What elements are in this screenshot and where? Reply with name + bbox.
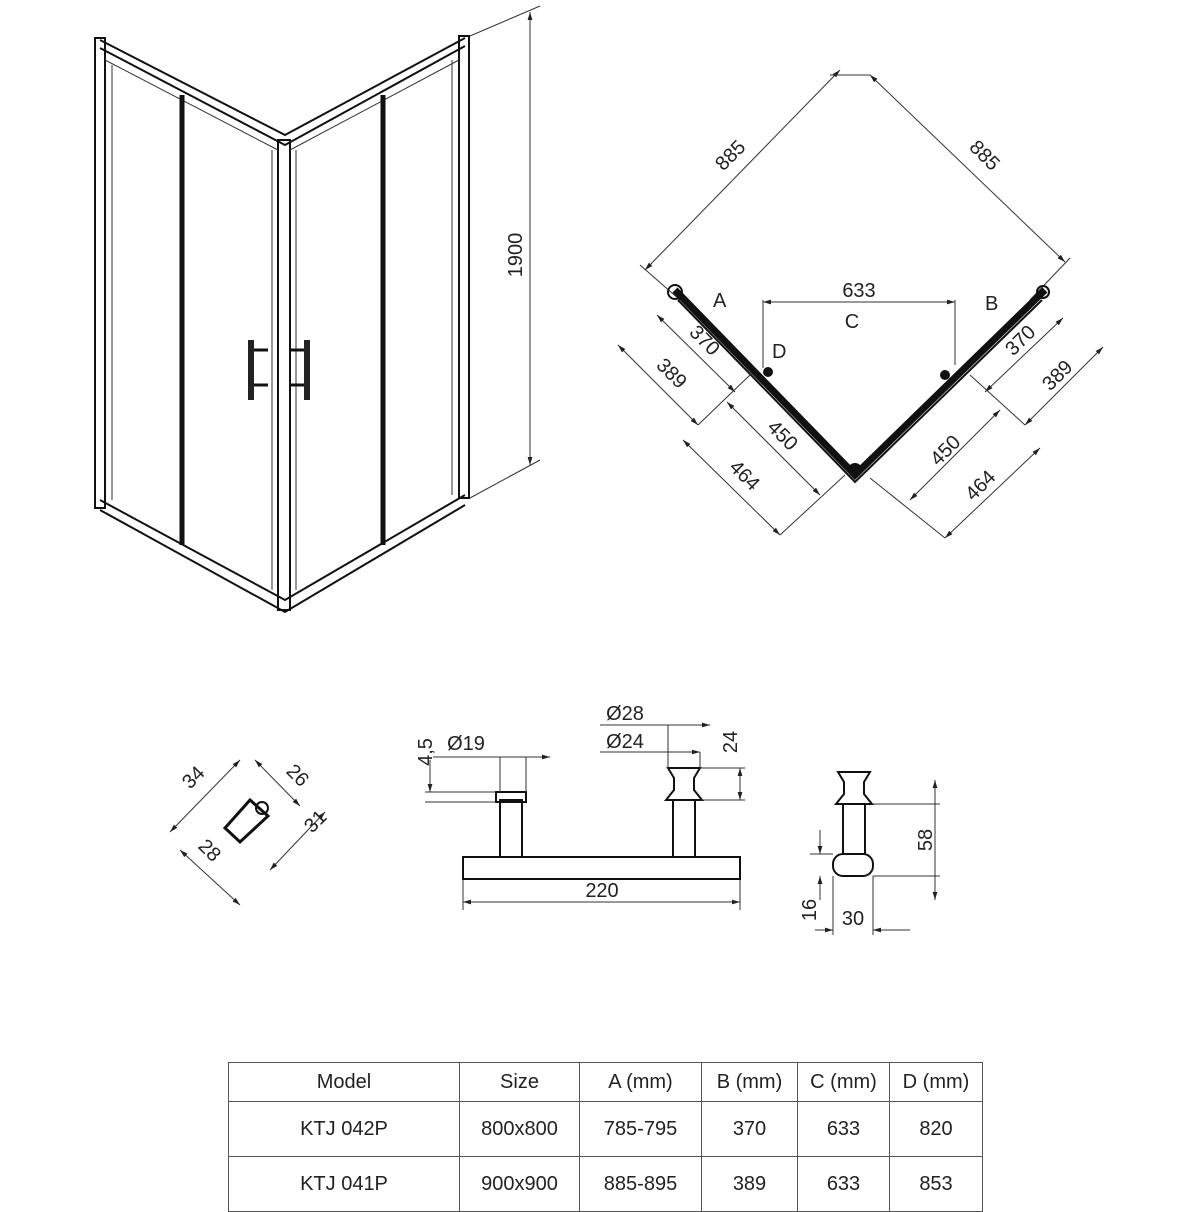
label-d: D bbox=[772, 341, 786, 363]
cell-a: 885-895 bbox=[579, 1156, 702, 1212]
profile-28: 28 bbox=[194, 835, 225, 866]
c-dimension: 633 bbox=[842, 280, 875, 302]
left-464-dimension: 464 bbox=[725, 456, 764, 495]
header-a: A (mm) bbox=[579, 1062, 702, 1102]
right-450-dimension: 450 bbox=[926, 431, 965, 470]
shower-perspective-view: 1900 bbox=[94, 5, 541, 614]
handle-24-height: 24 bbox=[720, 731, 742, 753]
door-handle-left bbox=[248, 340, 268, 400]
header-model: Model bbox=[228, 1062, 460, 1102]
door-handle-right bbox=[290, 340, 310, 400]
cell-size: 800x800 bbox=[459, 1101, 580, 1157]
handle-d24: Ø24 bbox=[606, 731, 644, 753]
header-size: Size bbox=[459, 1062, 580, 1102]
handle-side-view: 58 16 30 bbox=[799, 771, 940, 935]
cell-d: 853 bbox=[889, 1156, 983, 1212]
model-table: Model Size A (mm) B (mm) C (mm) D (mm) K… bbox=[228, 1062, 983, 1212]
profile-34: 34 bbox=[178, 762, 209, 793]
cell-a: 785-795 bbox=[579, 1101, 702, 1157]
cell-model: KTJ 042P bbox=[228, 1101, 460, 1157]
cell-b: 370 bbox=[701, 1101, 798, 1157]
right-464-dimension: 464 bbox=[961, 466, 1000, 505]
cell-model: KTJ 041P bbox=[228, 1156, 460, 1212]
cell-c: 633 bbox=[797, 1101, 890, 1157]
shower-plan-view: 885 885 A B C D 633 370 389 450 464 bbox=[617, 69, 1104, 539]
label-b: B bbox=[985, 293, 998, 315]
header-d: D (mm) bbox=[889, 1062, 983, 1102]
side-16-dimension: 16 bbox=[799, 899, 821, 921]
label-c: C bbox=[845, 311, 859, 333]
header-b: B (mm) bbox=[701, 1062, 798, 1102]
table-row: KTJ 042P 800x800 785-795 370 633 820 bbox=[228, 1101, 983, 1157]
table-row: KTJ 041P 900x900 885-895 389 633 853 bbox=[228, 1156, 983, 1212]
handle-45-dimension: 4,5 bbox=[415, 738, 437, 766]
right-389-dimension: 389 bbox=[1038, 356, 1077, 395]
side-58-dimension: 58 bbox=[915, 829, 937, 851]
cell-b: 389 bbox=[701, 1156, 798, 1212]
width-left-dimension: 885 bbox=[711, 136, 750, 175]
profile-26: 26 bbox=[282, 760, 313, 791]
label-a: A bbox=[713, 290, 727, 312]
left-389-dimension: 389 bbox=[652, 354, 691, 393]
cell-c: 633 bbox=[797, 1156, 890, 1212]
handle-length: 220 bbox=[585, 880, 618, 902]
cell-d: 820 bbox=[889, 1101, 983, 1157]
handle-d19: Ø19 bbox=[447, 733, 485, 755]
handle-d28: Ø28 bbox=[606, 703, 644, 725]
profile-section: 34 26 31 28 bbox=[169, 759, 331, 906]
left-370-dimension: 370 bbox=[685, 321, 724, 360]
height-dimension: 1900 bbox=[505, 233, 527, 278]
side-30-dimension: 30 bbox=[842, 908, 864, 930]
width-right-dimension: 885 bbox=[965, 136, 1004, 175]
header-c: C (mm) bbox=[797, 1062, 890, 1102]
table-header-row: Model Size A (mm) B (mm) C (mm) D (mm) bbox=[228, 1062, 983, 1102]
handle-front-view: 4,5 Ø19 Ø28 Ø24 24 220 bbox=[415, 703, 745, 910]
cell-size: 900x900 bbox=[459, 1156, 580, 1212]
